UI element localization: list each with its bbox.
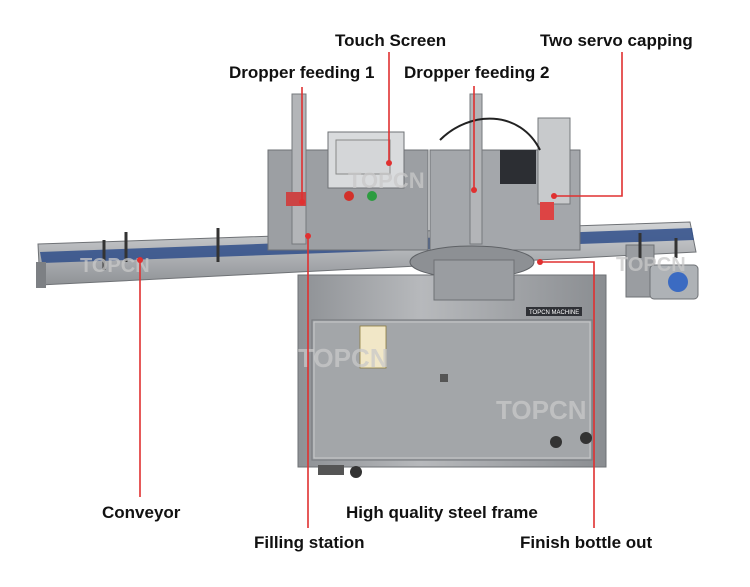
- capping-assembly: [429, 93, 581, 251]
- steel-frame-cabinet: [297, 274, 607, 468]
- conveyor-guide-posts: [102, 228, 678, 270]
- label-high-quality-steel-frame: High quality steel frame: [346, 503, 538, 522]
- cabinet-wheels: [318, 432, 592, 478]
- callout-lines: [139, 52, 623, 528]
- label-finish-bottle-out: Finish bottle out: [520, 533, 653, 552]
- watermark-bottom: TOPCN: [496, 395, 587, 425]
- label-touch-screen: Touch Screen: [335, 31, 447, 50]
- callout-two-servo-capping: [554, 52, 623, 197]
- label-dropper-feeding-1: Dropper feeding 1: [229, 63, 375, 82]
- watermark-top: TOPCN: [348, 168, 425, 193]
- watermark-left: TOPCN: [80, 255, 150, 277]
- watermark-middle: TOPCN: [298, 343, 389, 373]
- watermark-right: TOPCN: [616, 254, 686, 276]
- label-two-servo-capping: Two servo capping: [540, 31, 693, 50]
- callout-dots: [137, 160, 557, 265]
- callout-finish-bottle-out: [540, 261, 595, 528]
- rotary-turret: [409, 245, 535, 301]
- machine-plate: TOPCN MACHINE: [529, 310, 579, 316]
- label-conveyor: Conveyor: [102, 503, 181, 522]
- label-dropper-feeding-2: Dropper feeding 2: [404, 63, 550, 82]
- label-filling-station: Filling station: [254, 533, 365, 552]
- filling-head-assembly: [267, 93, 429, 251]
